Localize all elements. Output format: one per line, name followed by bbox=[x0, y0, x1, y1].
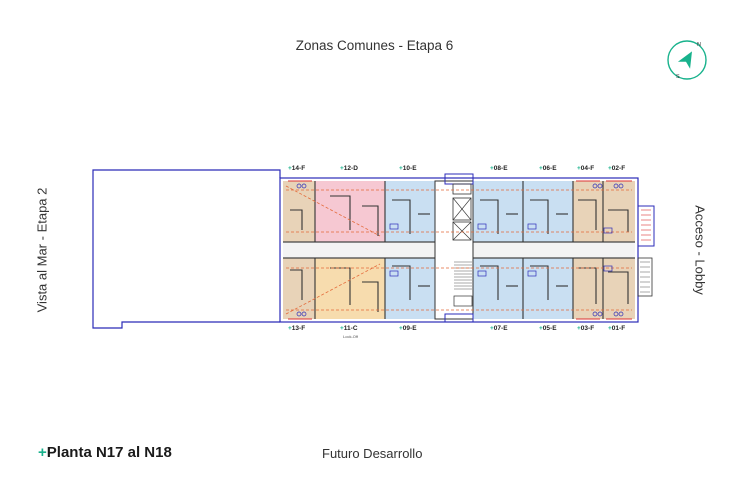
unit-label-04-f: +04-F bbox=[577, 165, 595, 172]
building-core bbox=[434, 173, 474, 323]
side-label-left: Vista al Mar - Etapa 2 bbox=[34, 187, 50, 313]
unit-label-03-f: +03-F bbox=[577, 325, 595, 332]
fixture-icons bbox=[296, 183, 624, 317]
lobby-stair bbox=[637, 205, 655, 297]
unit-label-07-e: +07-E bbox=[490, 325, 508, 332]
unit-label-13-f: +13-F bbox=[288, 325, 306, 332]
unit-label-10-e: +10-E bbox=[399, 165, 417, 172]
future-development-label: Futuro Desarrollo bbox=[322, 446, 423, 461]
compass-south: S bbox=[676, 74, 680, 80]
unit-label-08-e: +08-E bbox=[490, 165, 508, 172]
compass-icon: N S bbox=[667, 40, 707, 80]
unit-label-01-f: +01-F bbox=[608, 325, 626, 332]
unit-label-05-e: +05-E bbox=[539, 325, 557, 332]
unit-label-02-f: +02-F bbox=[608, 165, 626, 172]
floor-plan-title: +Planta N17 al N18 bbox=[38, 444, 172, 461]
compass-north: N bbox=[697, 42, 701, 48]
unit-label-09-e: +09-E bbox=[399, 325, 417, 332]
unit-label-06-e: +06-E bbox=[539, 165, 557, 172]
side-label-right: Acceso - Lobby bbox=[692, 205, 708, 295]
unit-sublabel-lock-off: Lock-Off bbox=[343, 334, 359, 339]
balcony-rails bbox=[288, 180, 632, 320]
unit-label-12-d: +12-D bbox=[340, 165, 358, 172]
dashed-guide-lines bbox=[285, 185, 632, 315]
page-title: Zonas Comunes - Etapa 6 bbox=[295, 38, 454, 53]
unit-label-11-c: +11-C bbox=[340, 325, 358, 332]
adjacent-building-outline bbox=[92, 169, 281, 329]
unit-label-14-f: +14-F bbox=[288, 165, 306, 172]
